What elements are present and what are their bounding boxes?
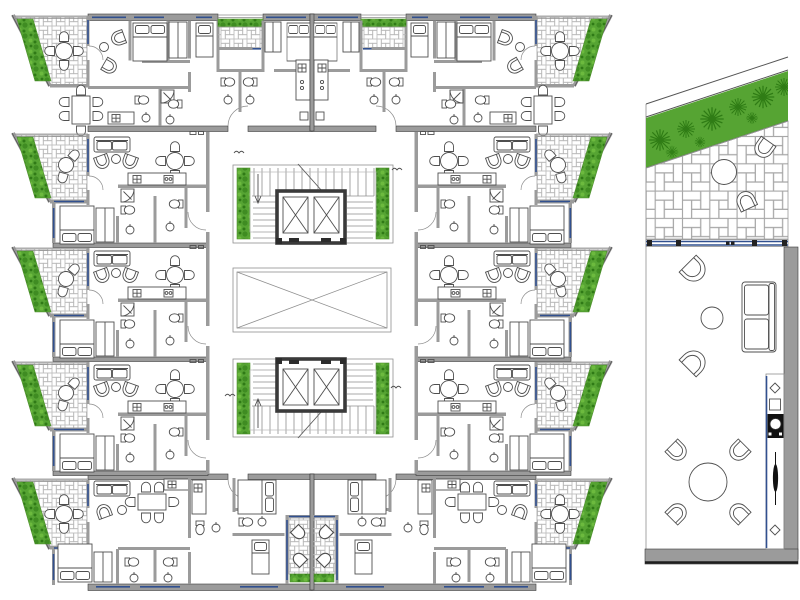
bird-icon xyxy=(391,167,403,171)
wing-unit-left-3 xyxy=(12,360,210,476)
coffee-table xyxy=(700,306,724,330)
armchair xyxy=(678,345,711,378)
wing-unit-left-1 xyxy=(12,132,210,248)
central-void xyxy=(232,267,392,333)
dining-table xyxy=(688,462,728,502)
wing-unit-right-2 xyxy=(415,246,613,362)
bottom-row-left xyxy=(12,474,314,591)
terrace-table xyxy=(711,159,737,185)
top-row-left xyxy=(12,14,314,136)
bird-icon xyxy=(390,385,402,389)
dining-chair xyxy=(664,438,691,465)
wing-unit-left-2 xyxy=(12,246,210,362)
stair-elevator-core-lower xyxy=(231,356,395,440)
main-floor-plan xyxy=(12,14,612,591)
dining-chair xyxy=(664,499,691,526)
exterior-wall-right xyxy=(783,246,799,560)
stair-elevator-core-upper xyxy=(231,162,395,246)
window-wall xyxy=(645,239,789,247)
bird-icon xyxy=(233,150,245,154)
sink-diamond xyxy=(769,524,781,536)
wing-unit-right-1 xyxy=(415,132,613,248)
bird-icon xyxy=(224,393,236,397)
wing-unit-right-3 xyxy=(415,360,613,476)
dining-chair xyxy=(725,438,752,465)
kitchen-counter xyxy=(765,373,785,550)
top-row-right xyxy=(310,14,612,136)
sofa xyxy=(741,281,777,353)
terrace-detail-view xyxy=(644,56,799,565)
exterior-wall-bottom xyxy=(644,548,799,565)
sink-diamond xyxy=(769,382,781,394)
armchair xyxy=(678,254,711,287)
bottom-row-right xyxy=(310,474,612,591)
dining-chair xyxy=(725,499,752,526)
